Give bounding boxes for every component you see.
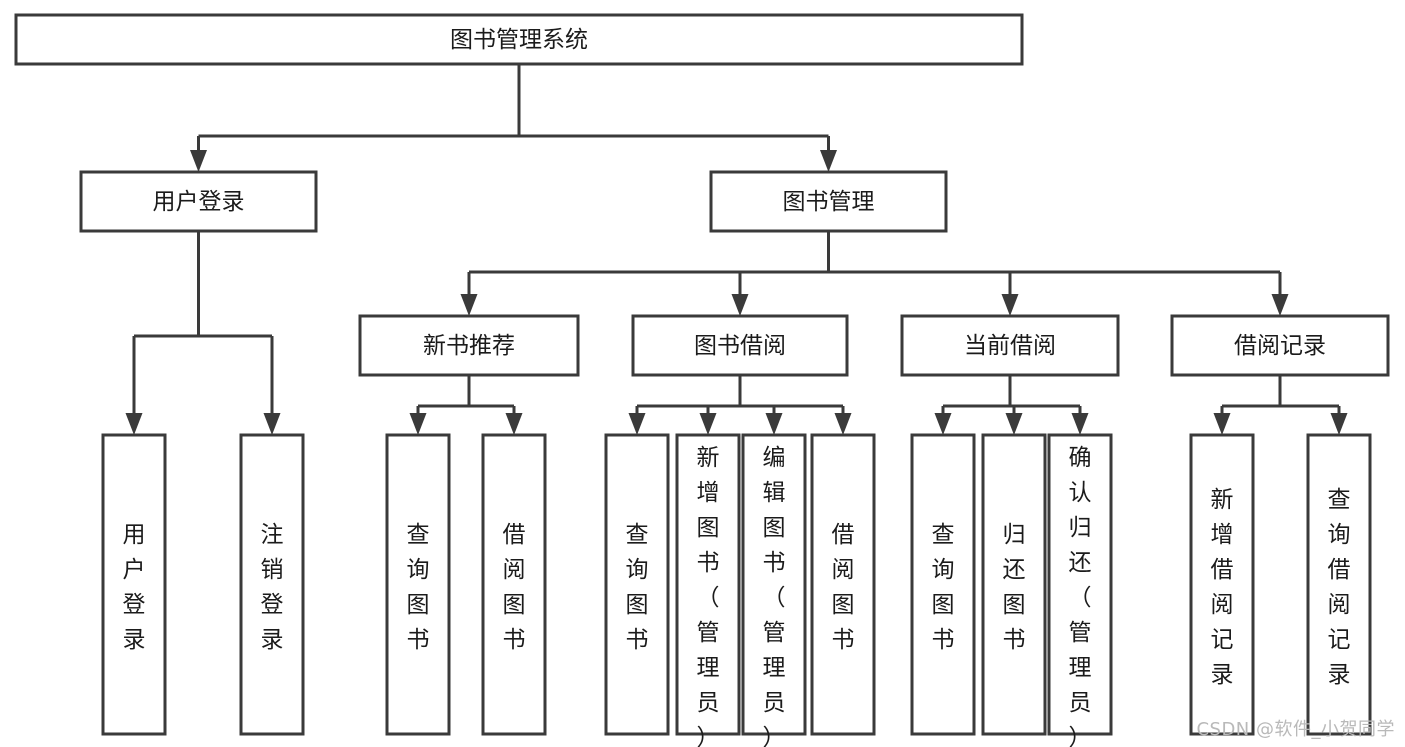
node-box <box>14 13 1024 66</box>
node-label: 图书借阅 <box>694 333 786 359</box>
node-label: 归还图书 <box>1003 522 1026 653</box>
node-box <box>675 433 741 736</box>
arrow-head-icon <box>505 413 523 435</box>
node-box <box>981 433 1047 736</box>
node-box <box>1306 433 1372 736</box>
arrow-head-icon <box>934 413 952 435</box>
connector-group-book-manage <box>460 231 1289 316</box>
node-leaf-return-book[interactable]: 归还图书 <box>981 433 1047 736</box>
node-book-manage[interactable]: 图书管理 <box>709 170 948 233</box>
arrow-head-icon <box>628 413 646 435</box>
arrow-head-icon <box>125 413 143 435</box>
node-label: 用户登录 <box>153 189 245 215</box>
node-label: 图书管理 <box>783 189 875 215</box>
node-borrow-record[interactable]: 借阅记录 <box>1170 314 1390 377</box>
node-leaf-query-record[interactable]: 查询借阅记录 <box>1306 433 1372 736</box>
node-leaf-query-book-cur[interactable]: 查询图书 <box>910 433 976 736</box>
node-label: 查询图书 <box>932 522 955 653</box>
node-box <box>1047 433 1113 736</box>
node-box <box>79 170 318 233</box>
node-box <box>101 433 167 736</box>
node-leaf-query-book-borrow[interactable]: 查询图书 <box>604 433 670 736</box>
node-box <box>1170 314 1390 377</box>
arrow-head-icon <box>460 294 478 316</box>
node-label: 查询图书 <box>407 522 430 653</box>
node-current-borrow[interactable]: 当前借阅 <box>900 314 1120 377</box>
connector-group-book-borrow <box>628 375 852 435</box>
arrow-head-icon <box>1330 413 1348 435</box>
node-leaf-user-login[interactable]: 用户登录 <box>101 433 167 736</box>
node-label: 借阅图书 <box>832 522 855 653</box>
arrow-head-icon <box>1001 294 1019 316</box>
arrow-head-icon <box>1005 413 1023 435</box>
node-leaf-add-record[interactable]: 新增借阅记录 <box>1189 433 1255 736</box>
node-label: 查询借阅记录 <box>1328 487 1351 688</box>
node-box <box>709 170 948 233</box>
node-box <box>239 433 305 736</box>
arrow-head-icon <box>263 413 281 435</box>
node-box <box>810 433 876 736</box>
node-box <box>604 433 670 736</box>
node-label: 注销登录 <box>261 522 284 653</box>
node-label: 新书推荐 <box>423 333 515 359</box>
connector-group-new-book-rec <box>409 375 523 435</box>
node-label: 当前借阅 <box>964 333 1056 359</box>
node-box <box>741 433 807 736</box>
node-root[interactable]: 图书管理系统 <box>14 13 1024 66</box>
node-leaf-edit-book[interactable]: 编辑图书（管理员） <box>741 433 807 747</box>
node-box <box>385 433 451 736</box>
arrow-head-icon <box>699 413 717 435</box>
node-user-login[interactable]: 用户登录 <box>79 170 318 233</box>
connector-group-current-borrow <box>934 375 1089 435</box>
node-leaf-borrow-book-rec[interactable]: 借阅图书 <box>481 433 547 736</box>
connector-group-borrow-record <box>1213 375 1348 435</box>
arrow-head-icon <box>190 150 207 172</box>
arrow-head-icon <box>1271 294 1289 316</box>
node-label: 确认归还（管理员） <box>1069 445 1092 747</box>
node-label: 借阅图书 <box>503 522 526 653</box>
arrow-head-icon <box>731 294 749 316</box>
node-leaf-borrow-book[interactable]: 借阅图书 <box>810 433 876 736</box>
node-label: 新增图书（管理员） <box>697 445 720 747</box>
arrow-head-icon <box>1071 413 1089 435</box>
arrow-head-icon <box>409 413 427 435</box>
arrow-head-icon <box>820 150 837 172</box>
node-box <box>631 314 849 377</box>
node-book-borrow[interactable]: 图书借阅 <box>631 314 849 377</box>
node-new-book-rec[interactable]: 新书推荐 <box>358 314 580 377</box>
node-label: 借阅记录 <box>1234 333 1326 359</box>
node-label: 新增借阅记录 <box>1211 487 1234 688</box>
node-box <box>481 433 547 736</box>
node-layer: 图书管理系统用户登录图书管理新书推荐图书借阅当前借阅借阅记录用户登录注销登录查询… <box>14 13 1390 747</box>
connector-group-root <box>190 64 837 172</box>
node-label: 用户登录 <box>123 522 146 653</box>
arrow-head-icon <box>834 413 852 435</box>
node-leaf-confirm-return[interactable]: 确认归还（管理员） <box>1047 433 1113 747</box>
node-label: 查询图书 <box>626 522 649 653</box>
node-leaf-query-book-rec[interactable]: 查询图书 <box>385 433 451 736</box>
node-label: 编辑图书（管理员） <box>763 445 786 747</box>
arrow-head-icon <box>765 413 783 435</box>
node-box <box>1189 433 1255 736</box>
node-box <box>900 314 1120 377</box>
node-leaf-logout[interactable]: 注销登录 <box>239 433 305 736</box>
connector-layer <box>125 64 1348 435</box>
arrow-head-icon <box>1213 413 1231 435</box>
node-label: 图书管理系统 <box>450 27 588 53</box>
connector-group-user-login <box>125 231 281 435</box>
node-box <box>358 314 580 377</box>
node-leaf-add-book[interactable]: 新增图书（管理员） <box>675 433 741 747</box>
node-box <box>910 433 976 736</box>
